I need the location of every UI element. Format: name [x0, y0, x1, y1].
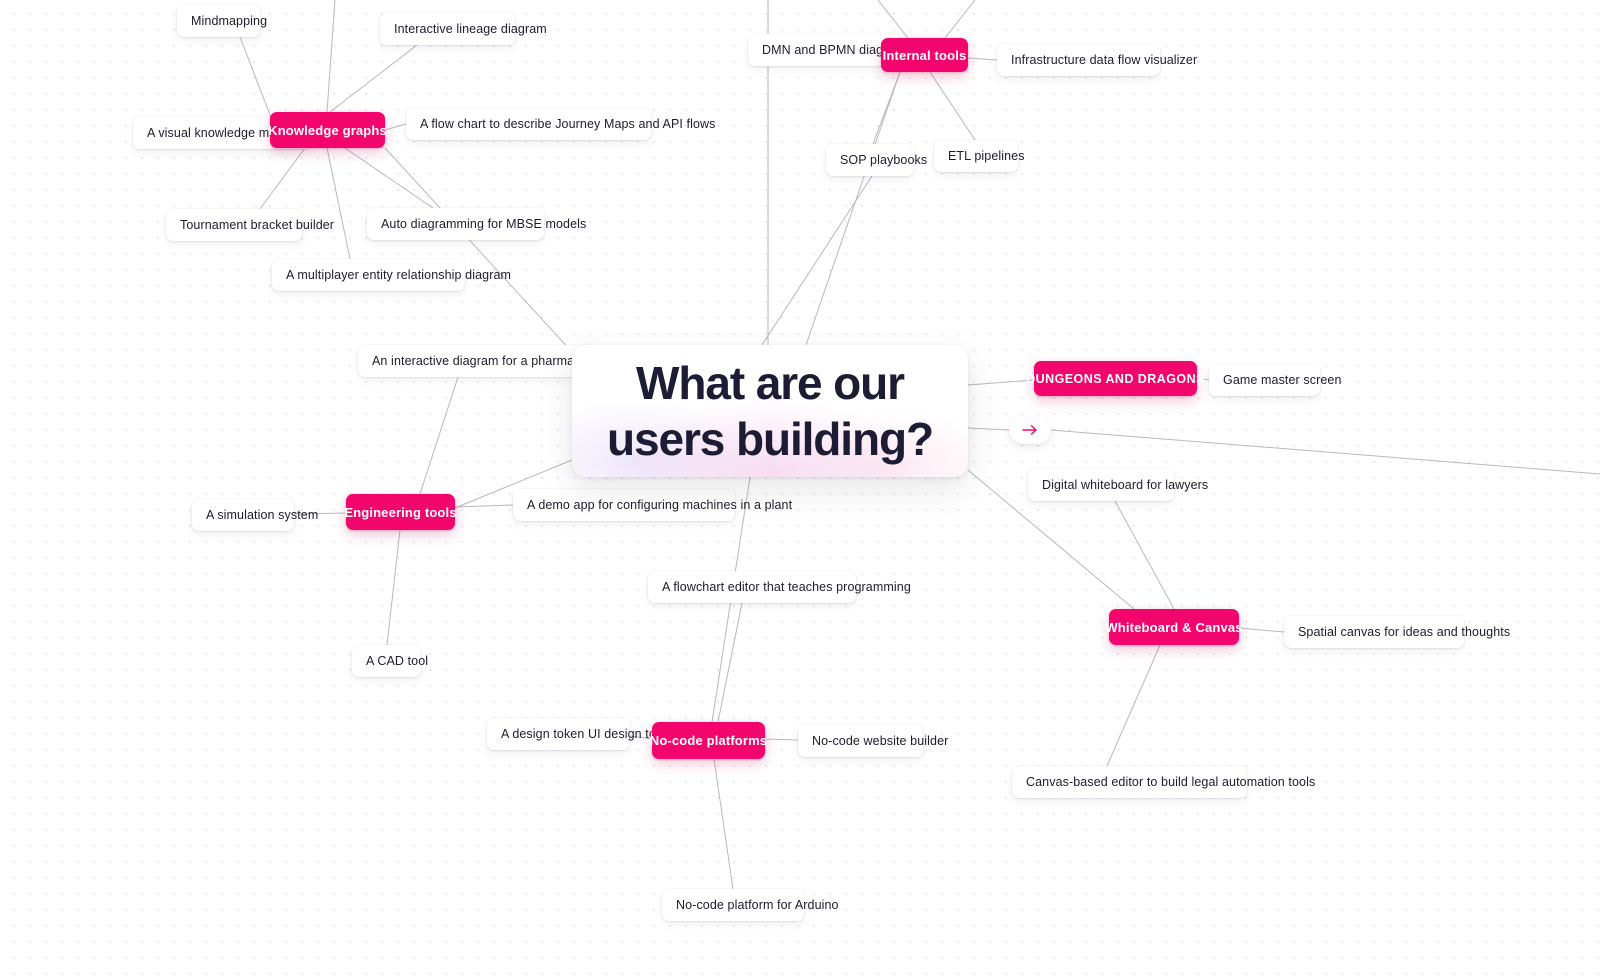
leaf-node-label: A flow chart to describe Journey Maps an…	[420, 117, 716, 131]
leaf-node-label: Tournament bracket builder	[180, 218, 335, 232]
edge-root-to-dungeons-and-dragons	[967, 379, 1035, 386]
branch-node-engineering-tools[interactable]: Engineering tools	[344, 494, 457, 530]
edge-root-to-internal-tools	[805, 71, 901, 346]
leaf-node-label: No-code platform for Arduino	[676, 898, 839, 912]
edge-whiteboard-canvas-to-spatial-canvas	[1238, 627, 1285, 633]
edge-internal-tools-to-up-left	[877, 0, 909, 39]
root-title-line2: users building?	[607, 413, 934, 465]
root-node[interactable]: What are our users building?	[572, 345, 968, 477]
edge-root-to-sop-playbooks	[759, 175, 873, 349]
leaf-node-an-interactive-diagram-for-a-pharmaceutical-proj[interactable]: An interactive diagram for a pharmaceuti…	[358, 345, 659, 377]
root-title: What are our users building?	[589, 360, 951, 462]
leaf-node-interactive-lineage-diagram[interactable]: Interactive lineage diagram	[380, 13, 547, 45]
branch-node-label: DUNGEONS AND DRAGONS	[1026, 371, 1205, 386]
branch-node-label: Whiteboard & Canvas	[1105, 619, 1243, 635]
leaf-node-mindmapping[interactable]: Mindmapping	[177, 5, 267, 37]
edge-no-code-platforms-to-website-builder	[764, 738, 799, 741]
edge-engineering-tools-to-pharmaceutical	[419, 376, 459, 495]
branch-node-label: Knowledge graphs	[268, 122, 387, 138]
edge-internal-tools-to-up-right	[944, 0, 976, 39]
leaf-node-label: Spatial canvas for ideas and thoughts	[1298, 625, 1511, 639]
leaf-node-label: No-code website builder	[812, 734, 949, 748]
leaf-node-a-multiplayer-entity-relationship-diagram[interactable]: A multiplayer entity relationship diagra…	[272, 259, 511, 291]
leaf-node-a-cad-tool[interactable]: A CAD tool	[352, 645, 428, 677]
edge-no-code-platforms-to-arduino	[713, 758, 734, 890]
branch-node-knowledge-graphs[interactable]: Knowledge graphs	[268, 112, 387, 148]
leaf-node-sop-playbooks[interactable]: SOP playbooks	[826, 144, 927, 176]
expand-arrow-pill[interactable]	[1009, 416, 1051, 444]
edge-knowledge-graphs-to-interactive-lineage	[329, 44, 418, 113]
edge-internal-tools-to-etl-pipelines	[929, 71, 976, 141]
branch-node-no-code-platforms[interactable]: No-code platforms	[649, 722, 768, 759]
leaf-node-label: A demo app for configuring machines in a…	[527, 498, 793, 512]
leaf-node-a-simulation-system[interactable]: A simulation system	[192, 499, 318, 531]
branch-node-label: No-code platforms	[649, 733, 768, 748]
leaf-node-a-design-token-ui-design-tool[interactable]: A design token UI design tool	[487, 718, 666, 750]
edge-root-to-arrow-pill	[967, 427, 1010, 431]
branch-node-internal-tools[interactable]: Internal tools	[881, 38, 968, 72]
leaf-node-label: Game master screen	[1223, 373, 1342, 387]
leaf-node-no-code-platform-for-arduino[interactable]: No-code platform for Arduino	[662, 889, 839, 921]
branch-node-label: Internal tools	[882, 47, 967, 63]
leaf-node-digital-whiteboard-for-lawyers[interactable]: Digital whiteboard for lawyers	[1028, 469, 1208, 501]
leaf-node-label: A flowchart editor that teaches programm…	[662, 580, 911, 594]
leaf-node-a-flow-chart-to-describe-journey-maps-and-api-fl[interactable]: A flow chart to describe Journey Maps an…	[406, 108, 715, 140]
leaf-node-no-code-website-builder[interactable]: No-code website builder	[798, 725, 948, 757]
leaf-node-label: Interactive lineage diagram	[394, 22, 547, 36]
edge-engineering-tools-to-demo-app	[454, 504, 514, 508]
branch-node-label: Engineering tools	[344, 504, 457, 520]
leaf-node-tournament-bracket-builder[interactable]: Tournament bracket builder	[166, 209, 334, 241]
edge-knowledge-graphs-to-mindmapping	[239, 36, 273, 121]
edge-internal-tools-to-infrastructure	[967, 57, 998, 61]
edge-knowledge-graphs-to-auto-diagramming	[344, 147, 434, 209]
leaf-node-label: ETL pipelines	[948, 149, 1025, 163]
leaf-node-infrastructure-data-flow-visualizer[interactable]: Infrastructure data flow visualizer	[997, 44, 1197, 76]
leaf-node-a-demo-app-for-configuring-machines-in-a-plant[interactable]: A demo app for configuring machines in a…	[513, 489, 792, 521]
leaf-node-label: Digital whiteboard for lawyers	[1042, 478, 1209, 492]
leaf-node-label: A design token UI design tool	[501, 727, 666, 741]
leaf-node-a-flowchart-editor-that-teaches-programming[interactable]: A flowchart editor that teaches programm…	[648, 571, 911, 603]
leaf-node-label: Canvas-based editor to build legal autom…	[1026, 775, 1316, 789]
edge-arrow-pill-to-offscreen-right	[1050, 429, 1600, 475]
edge-knowledge-graphs-to-multiplayer-erd	[326, 147, 351, 260]
edge-internal-tools-to-sop-playbooks	[872, 71, 901, 145]
leaf-node-label: A multiplayer entity relationship diagra…	[286, 268, 512, 282]
edge-knowledge-graphs-to-tournament-bracket	[259, 147, 306, 210]
leaf-node-etl-pipelines[interactable]: ETL pipelines	[934, 140, 1024, 172]
edge-whiteboard-canvas-to-legal-automation	[1106, 644, 1161, 767]
leaf-node-label: SOP playbooks	[840, 153, 928, 167]
edge-knowledge-graphs-to-flow-chart-journey	[384, 123, 407, 131]
leaf-node-spatial-canvas-for-ideas-and-thoughts[interactable]: Spatial canvas for ideas and thoughts	[1284, 616, 1510, 648]
leaf-node-auto-diagramming-for-mbse-models[interactable]: Auto diagramming for MBSE models	[367, 208, 586, 240]
edge-engineering-tools-to-cad-tool	[386, 529, 401, 646]
edge-whiteboard-canvas-to-digital-whiteboard	[1114, 500, 1175, 610]
edge-knowledge-graphs-to-top-line	[326, 0, 336, 113]
root-title-line1: What are our	[636, 357, 905, 409]
arrow-right-icon	[1022, 425, 1037, 435]
edge-no-code-platforms-to-flowchart-teaches	[717, 602, 743, 723]
leaf-node-label: A CAD tool	[366, 654, 429, 668]
leaf-node-label: A simulation system	[206, 508, 319, 522]
branch-node-dungeons-and-dragons[interactable]: DUNGEONS AND DRAGONS	[1026, 361, 1204, 396]
leaf-node-game-master-screen[interactable]: Game master screen	[1209, 364, 1341, 396]
leaf-node-label: Auto diagramming for MBSE models	[381, 217, 587, 231]
edge-root-to-knowledge-graphs	[384, 147, 573, 353]
branch-node-whiteboard-and-canvas[interactable]: Whiteboard & Canvas	[1105, 609, 1242, 645]
leaf-node-canvas-based-editor-to-build-legal-automation-to[interactable]: Canvas-based editor to build legal autom…	[1012, 766, 1315, 798]
leaf-node-label: Mindmapping	[191, 14, 268, 28]
leaf-node-label: Infrastructure data flow visualizer	[1011, 53, 1198, 67]
